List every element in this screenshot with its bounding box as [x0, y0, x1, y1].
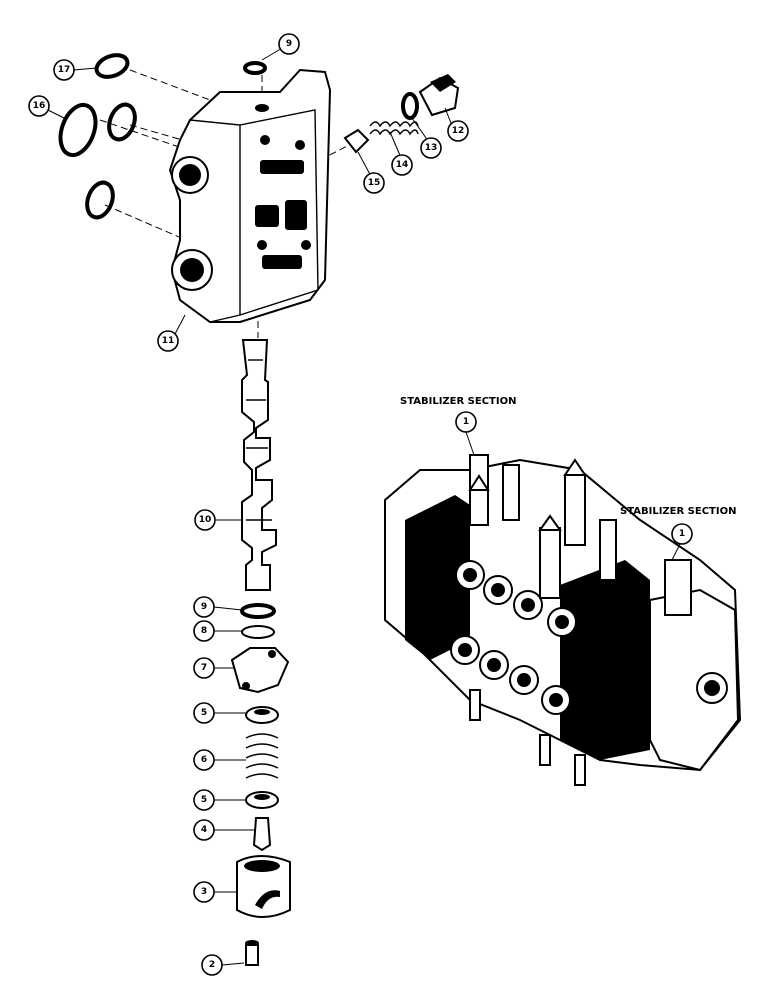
svg-text:17: 17	[58, 65, 71, 75]
svg-text:1: 1	[679, 529, 685, 539]
svg-text:9: 9	[201, 602, 207, 612]
svg-text:14: 14	[396, 160, 409, 170]
assembled-valve-illustration	[384, 454, 742, 786]
callout-7: 7	[193, 657, 215, 679]
svg-text:5: 5	[201, 708, 207, 718]
svg-text:13: 13	[425, 143, 438, 153]
svg-text:2: 2	[209, 960, 215, 970]
callout-1-right: 1	[671, 523, 693, 545]
svg-text:3: 3	[201, 887, 207, 897]
callout-17: 17	[53, 59, 75, 81]
svg-text:9: 9	[286, 39, 292, 49]
callout-2: 2	[201, 954, 223, 976]
callout-6: 6	[193, 749, 215, 771]
svg-text:7: 7	[201, 663, 207, 673]
svg-text:12: 12	[452, 126, 465, 136]
svg-text:15: 15	[368, 178, 381, 188]
o-rings-housing	[58, 53, 267, 220]
svg-text:4: 4	[201, 825, 207, 835]
callout-12: 12	[447, 120, 469, 142]
callout-5-top: 5	[193, 702, 215, 724]
svg-text:8: 8	[201, 626, 207, 636]
callout-3: 3	[193, 881, 215, 903]
callout-10: 10	[194, 509, 216, 531]
callout-15: 15	[363, 172, 385, 194]
callout-13: 13	[420, 137, 442, 159]
callout-5-bottom: 5	[193, 789, 215, 811]
callout-4: 4	[193, 819, 215, 841]
relief-valve-parts	[343, 74, 460, 154]
svg-text:5: 5	[201, 795, 207, 805]
valve-spool	[241, 339, 277, 591]
callout-11: 11	[157, 330, 179, 352]
svg-text:16: 16	[33, 101, 46, 111]
callout-14: 14	[391, 154, 413, 176]
valve-section-housing	[168, 68, 332, 323]
svg-text:6: 6	[201, 755, 207, 765]
callout-9-bottom: 9	[193, 596, 215, 618]
section-label-right: STABILIZER SECTION	[620, 506, 736, 517]
svg-text:10: 10	[199, 515, 212, 525]
svg-text:1: 1	[463, 417, 469, 427]
lower-spool-parts	[230, 603, 291, 966]
callout-1-left: 1	[455, 411, 477, 433]
callout-8: 8	[193, 620, 215, 642]
section-label-left: STABILIZER SECTION	[400, 396, 516, 407]
callout-16: 16	[28, 95, 50, 117]
svg-text:11: 11	[162, 336, 175, 346]
callout-9-top: 9	[278, 33, 300, 55]
